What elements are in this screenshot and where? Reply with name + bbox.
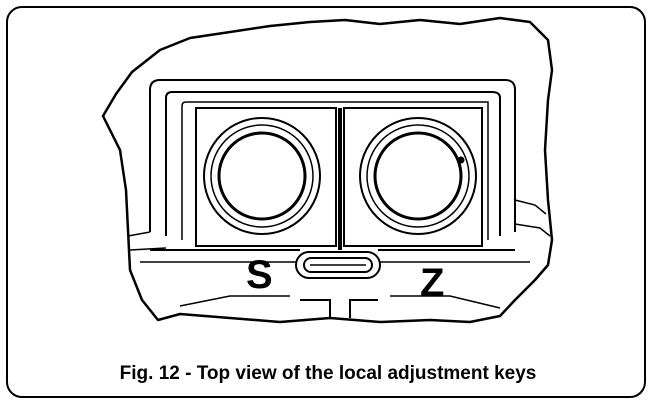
key-z-label: Z — [420, 261, 444, 305]
bottom-channel — [300, 299, 378, 318]
panel-outer-wall — [149, 79, 516, 232]
key-s-button — [217, 131, 307, 221]
figure-caption: Fig. 12 - Top view of the local adjustme… — [119, 363, 537, 384]
left-ledge — [127, 231, 167, 251]
panel-inner-wall — [165, 91, 501, 236]
bottom-groove-left — [179, 295, 290, 307]
panel-third-wall — [181, 101, 489, 240]
key-s-label: S — [246, 253, 273, 297]
right-ledge — [514, 199, 551, 237]
key-z-mark — [457, 156, 465, 164]
key-z-button — [373, 131, 463, 221]
bottom-groove-right — [390, 295, 501, 309]
